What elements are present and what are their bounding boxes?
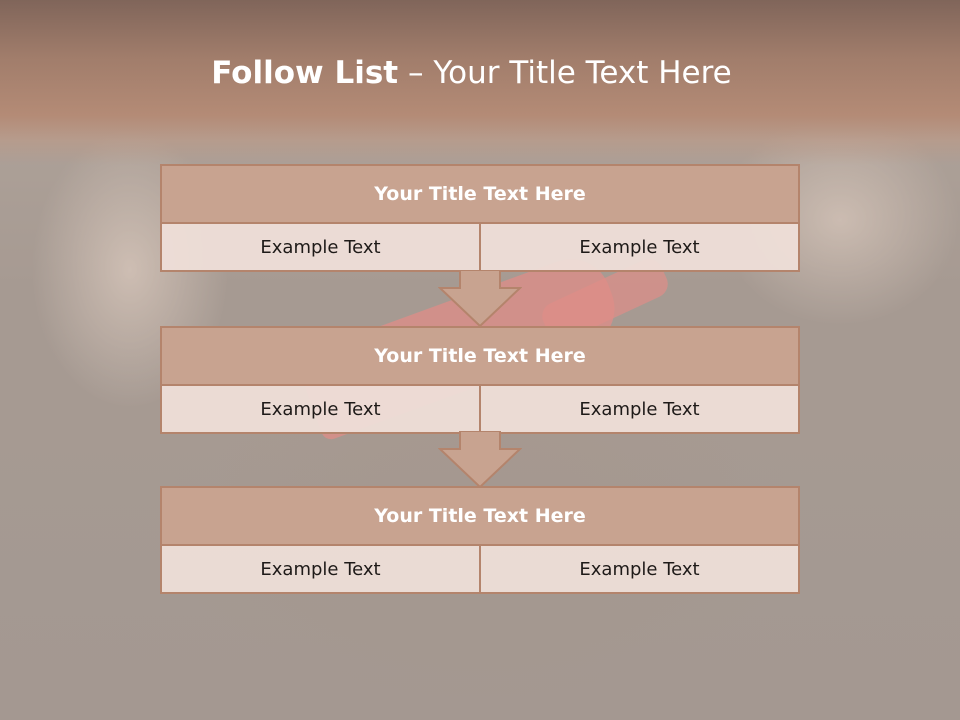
block-cell-left: Example Text bbox=[260, 558, 381, 580]
down-arrow-icon bbox=[438, 431, 522, 489]
block-cell-right: Example Text bbox=[479, 224, 798, 270]
slide-title: Follow List – Your Title Text Here bbox=[0, 55, 943, 91]
block-cell-right: Example Text bbox=[479, 386, 798, 432]
block-row: Example Text Example Text bbox=[162, 224, 798, 270]
list-block-2: Your Title Text Here Example Text Exampl… bbox=[160, 326, 800, 434]
block-heading: Your Title Text Here bbox=[162, 166, 798, 224]
slide-title-bold: Follow List bbox=[211, 55, 399, 91]
block-cell-left: Example Text bbox=[260, 236, 381, 258]
block-heading: Your Title Text Here bbox=[162, 328, 798, 386]
block-row: Example Text Example Text bbox=[162, 546, 798, 592]
block-cell-right: Example Text bbox=[479, 546, 798, 592]
list-block-1: Your Title Text Here Example Text Exampl… bbox=[160, 164, 800, 272]
block-heading: Your Title Text Here bbox=[162, 488, 798, 546]
down-arrow-icon bbox=[438, 270, 522, 328]
list-block-3: Your Title Text Here Example Text Exampl… bbox=[160, 486, 800, 594]
header-band bbox=[0, 0, 960, 165]
block-row: Example Text Example Text bbox=[162, 386, 798, 432]
slide-title-rest: – Your Title Text Here bbox=[398, 55, 732, 91]
block-cell-left: Example Text bbox=[260, 398, 381, 420]
